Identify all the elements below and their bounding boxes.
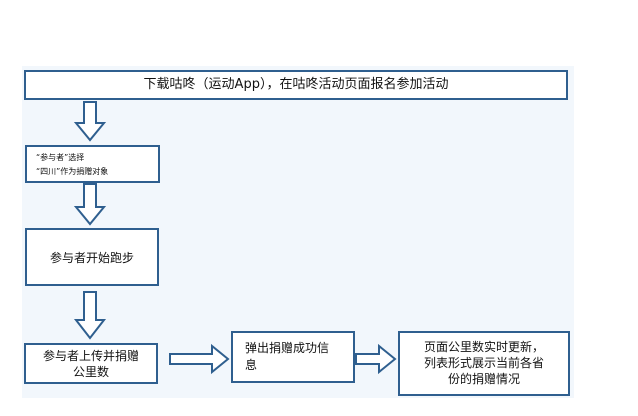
step-download-text: 下载咕咚（运动App），在咕咚活动页面报名参加活动: [143, 77, 449, 92]
step-success-popup: 弹出捐赠成功信 息: [231, 331, 355, 383]
arrow-download-to-select: [73, 101, 107, 142]
step-select-line1: “参与者”选择: [36, 153, 85, 162]
step-download-register: 下载咕咚（运动App），在咕咚活动页面报名参加活动: [24, 70, 568, 100]
step-realtime-update: 页面公里数实时更新， 列表形式展示当前各省 份的捐赠情况: [398, 331, 570, 396]
step-update-line3: 份的捐赠情况: [447, 372, 520, 386]
step-update-line1: 页面公里数实时更新，: [423, 340, 544, 354]
step-select-target: “参与者”选择 “四川”作为捐赠对象: [25, 145, 160, 183]
arrow-upload-to-popup: [169, 343, 230, 375]
step-update-line2: 列表形式展示当前各省: [423, 356, 544, 370]
step-upload-donate: 参与者上传并捐赠 公里数: [24, 343, 158, 384]
step-upload-line2: 公里数: [72, 365, 109, 379]
step-upload-line1: 参与者上传并捐赠: [42, 349, 139, 363]
step-popup-line1: 弹出捐赠成功信: [245, 341, 330, 355]
step-start-running: 参与者开始跑步: [25, 228, 159, 286]
arrow-select-to-start: [73, 183, 107, 226]
arrow-popup-to-update: [355, 343, 397, 375]
step-select-line2: “四川”作为捐赠对象: [36, 167, 109, 176]
step-popup-line2: 息: [245, 358, 258, 372]
arrow-start-to-upload: [73, 291, 107, 340]
step-start-text: 参与者开始跑步: [49, 250, 134, 265]
